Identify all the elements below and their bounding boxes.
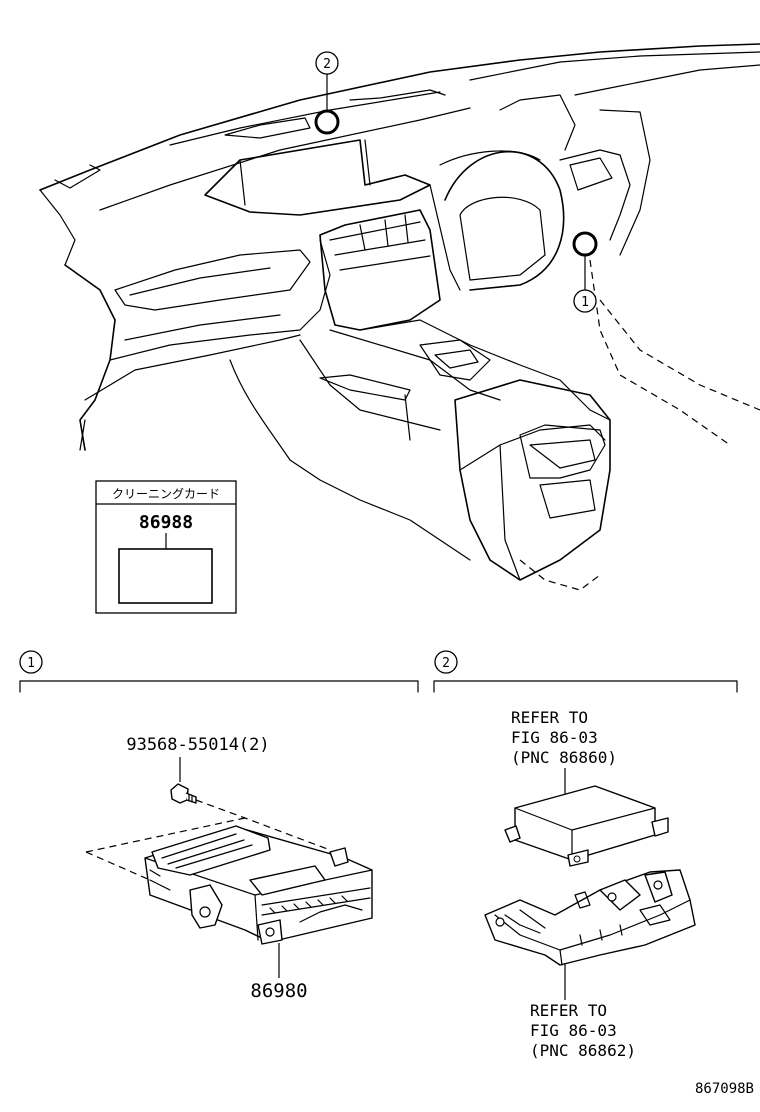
ecu-module-86980 <box>144 825 373 945</box>
callout-1-label: 1 <box>581 295 589 310</box>
section-one-marker: 1 <box>27 656 35 671</box>
refer-lower-line2: FIG 86-03 <box>530 1021 617 1040</box>
refer-lower-line3: (PNC 86862) <box>530 1041 636 1060</box>
section-two-bracket <box>433 680 738 693</box>
callout-2: 2 <box>315 51 339 75</box>
refer-upper-line2: FIG 86-03 <box>511 728 598 747</box>
refer-lower-label: REFER TO FIG 86-03 (PNC 86862) <box>530 1001 636 1060</box>
bracket-86862 <box>484 869 696 966</box>
callout-2-label: 2 <box>323 57 331 72</box>
refer-upper-line1: REFER TO <box>511 708 588 727</box>
location-marker-2 <box>314 109 340 135</box>
cleaning-card-box: クリーニングカード 86988 <box>95 480 237 614</box>
diagram-id: 867098B <box>695 1081 754 1097</box>
refer-upper-label: REFER TO FIG 86-03 (PNC 86860) <box>511 708 617 767</box>
cleaning-card-icon <box>118 548 213 604</box>
callout-1: 1 <box>573 289 597 313</box>
location-marker-1 <box>572 231 598 257</box>
refer-upper-line3: (PNC 86860) <box>511 748 617 767</box>
section-two: 2 REFER TO FIG 86-03 (PNC 86860) <box>433 650 738 1060</box>
bolt-part-label: 93568-55014(2) <box>126 735 269 755</box>
section-one: 1 93568-55014(2) <box>19 650 419 1002</box>
section-two-marker: 2 <box>442 656 450 671</box>
section-two-marker-circle <box>434 650 458 674</box>
section-one-marker-circle <box>19 650 43 674</box>
ecu-part-number: 86980 <box>250 980 307 1002</box>
cleaning-card-part-number: 86988 <box>139 512 193 533</box>
refer-lower-line1: REFER TO <box>530 1001 607 1020</box>
section-one-bracket <box>19 680 419 693</box>
module-86860 <box>504 785 669 867</box>
dashboard-illustration <box>39 43 760 591</box>
cleaning-card-title: クリーニングカード <box>112 487 220 501</box>
bolt-icon <box>170 783 197 804</box>
